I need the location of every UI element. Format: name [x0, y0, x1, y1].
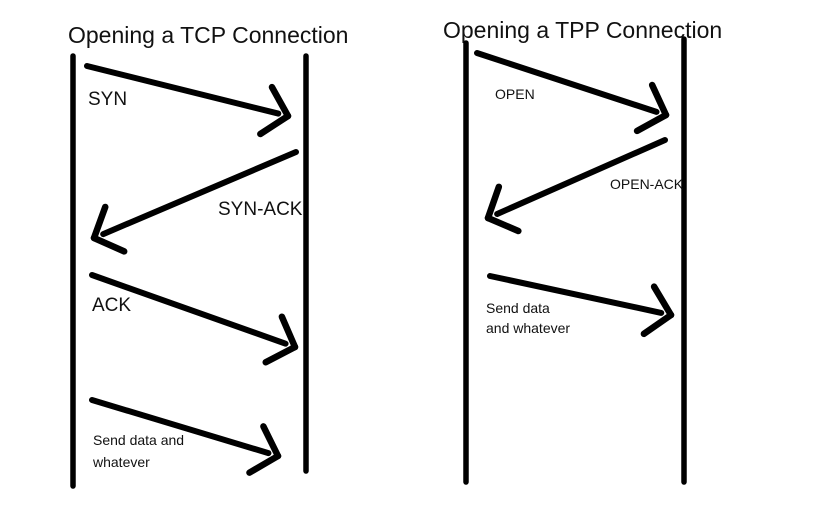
- arrowhead-barb: [90, 234, 128, 255]
- arrow-shaft: [89, 397, 272, 457]
- message-label-line: and whatever: [486, 320, 570, 336]
- arrowhead-barb: [90, 203, 109, 242]
- diagram-title-tpp: Opening a TPP Connection: [443, 17, 722, 43]
- arrow-shaft: [89, 272, 289, 347]
- message-label: OPEN: [495, 86, 535, 102]
- message-tpp-open: OPEN: [474, 50, 670, 135]
- arrowhead-barb: [648, 81, 670, 119]
- arrowhead-barb: [260, 423, 282, 460]
- arrowhead-barb: [650, 283, 675, 319]
- message-label-line: whatever: [92, 454, 150, 470]
- diagram-title-tcp: Opening a TCP Connection: [68, 22, 348, 48]
- arrowhead-barb: [262, 343, 299, 366]
- message-label-line: Send data: [486, 300, 550, 316]
- arrowhead-barb: [484, 214, 522, 235]
- arrowhead-barb: [633, 111, 670, 135]
- message-label: OPEN-ACK: [610, 176, 684, 192]
- arrow-shaft: [474, 50, 660, 115]
- message-tcp-ack: ACK: [89, 272, 299, 366]
- message-label: ACK: [92, 295, 131, 316]
- arrow-shaft: [494, 137, 668, 217]
- message-tpp-send-data-and-whatever: Send data and whatever: [486, 273, 675, 338]
- arrowhead-barb: [278, 313, 299, 351]
- message-label: SYN-ACK: [218, 199, 303, 220]
- message-tcp-send-data-and-whatever: Send data and whatever: [89, 397, 282, 476]
- message-tcp-syn-ack: SYN-ACK: [90, 149, 303, 255]
- message-label: SYN: [88, 89, 127, 110]
- arrowhead-barb: [268, 83, 292, 120]
- arrowhead-barb: [640, 311, 675, 338]
- arrowhead-barb: [246, 452, 282, 476]
- message-tcp-syn: SYN: [84, 63, 292, 138]
- arrow-shaft: [84, 63, 282, 117]
- arrow-shaft: [100, 149, 299, 238]
- arrowhead-barb: [484, 183, 503, 222]
- message-label-line: Send data and: [93, 432, 184, 448]
- message-tpp-open-ack: OPEN-ACK: [484, 137, 684, 235]
- arrow-shaft: [487, 273, 665, 316]
- arrowhead-barb: [257, 112, 292, 138]
